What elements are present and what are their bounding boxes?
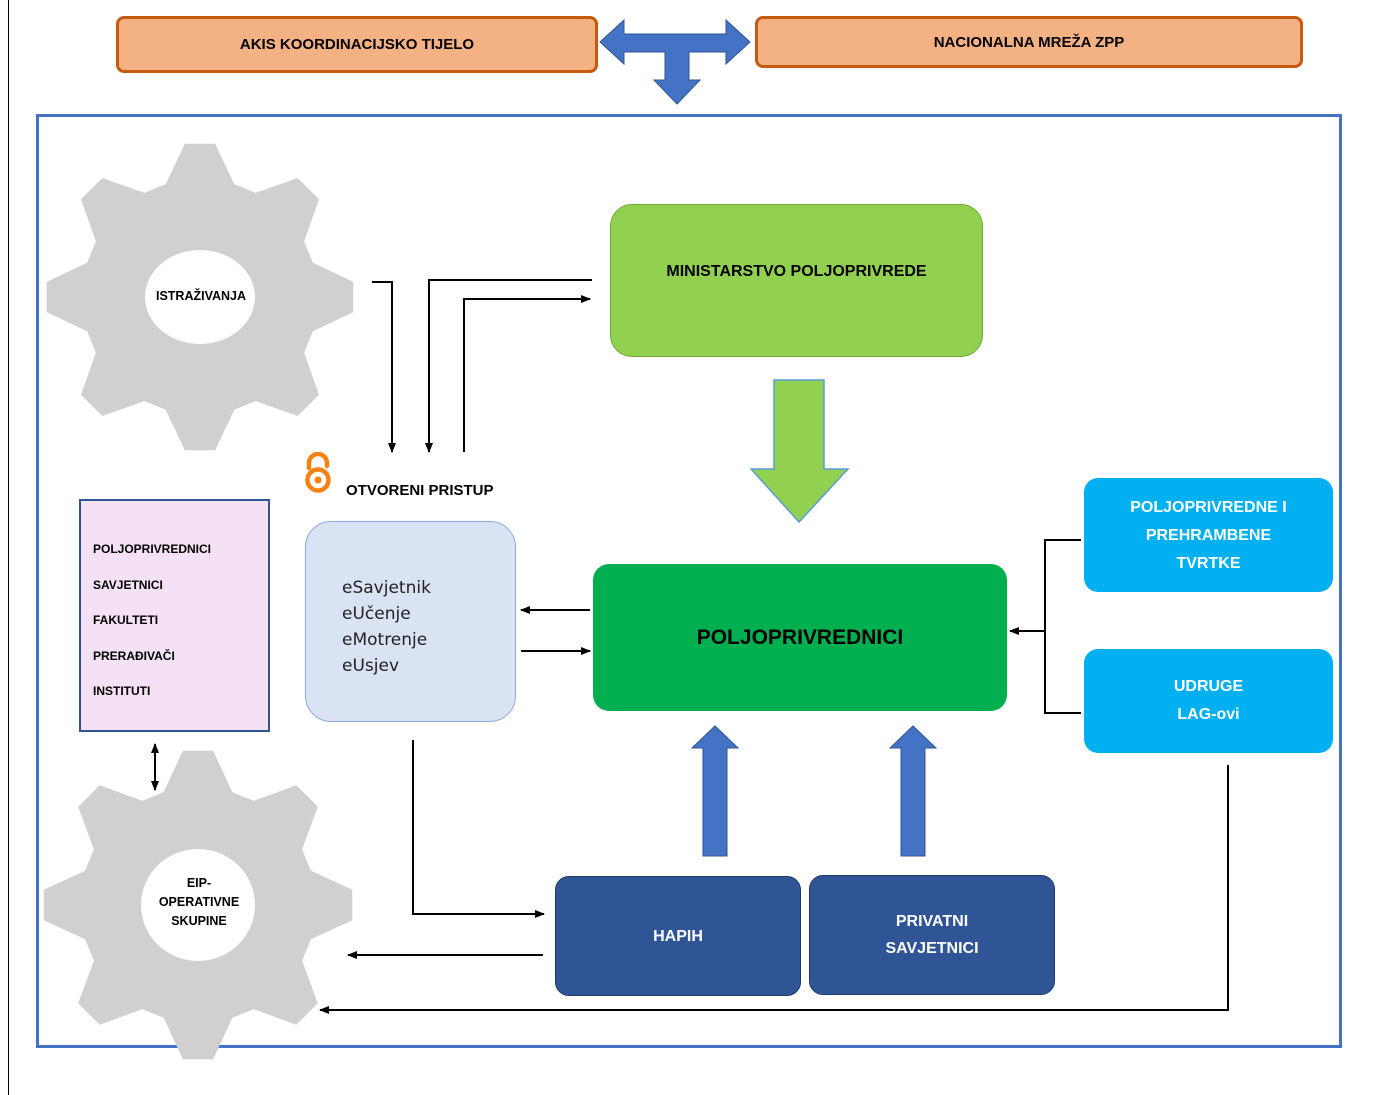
- ministry-to-open-access-arrow: [425, 279, 592, 453]
- research-to-open-access-arrow: [372, 281, 396, 453]
- gear-research-hole: [145, 250, 255, 344]
- service-emotrenje: eMotrenje: [342, 630, 428, 650]
- gear-eip-label-line: EIP-: [186, 876, 212, 890]
- associations-label-line: UDRUGE: [1173, 678, 1244, 695]
- gear-eip-hole: [141, 849, 255, 961]
- gear-eip-icon: [43, 750, 353, 1060]
- t-shaped-blue-arrow: [599, 18, 751, 105]
- national-network-label: NACIONALNA MREŽA ZPP: [933, 33, 1125, 51]
- gear-eip-label-line: OPERATIVNE: [158, 895, 240, 909]
- hapih-box: HAPIH: [555, 876, 801, 996]
- stakeholders-list: POLJOPRIVREDNICI SAVJETNICI FAKULTETI PR…: [93, 542, 211, 720]
- stakeholder-item: FAKULTETI: [93, 613, 159, 627]
- service-eucenje: eUčenje: [342, 604, 411, 624]
- open-access-to-ministry-arrow: [463, 295, 591, 452]
- gear-research-label: ISTRAŽIVANJA: [155, 289, 247, 303]
- farmers-box: POLJOPRIVREDNICI: [593, 564, 1007, 711]
- stakeholders-box: [79, 499, 270, 732]
- companies-label-line: TVRTKE: [1176, 555, 1241, 572]
- private-advisors-label-line: PRIVATNI: [895, 913, 969, 930]
- open-access-label: OTVORENI PRISTUP: [346, 482, 494, 499]
- stakeholder-item: POLJOPRIVREDNICI: [93, 542, 212, 556]
- farmers-label: POLJOPRIVREDNICI: [696, 625, 904, 649]
- gear-eip-label: EIP- OPERATIVNE SKUPINE: [143, 874, 255, 931]
- akis-coordination-body-label: AKIS KOORDINACIJSKO TIJELO: [239, 36, 475, 53]
- advisors-to-farmers-arrow: [888, 725, 938, 857]
- associations-to-eip-arrow: [319, 765, 1229, 1014]
- ministry-label: MINISTARSTVO POLJOPRIVREDE: [666, 263, 927, 280]
- private-advisors-box: PRIVATNI SAVJETNICI: [809, 875, 1055, 995]
- open-access-services-list: eSavjetnik eUčenje eMotrenje eUsjev: [342, 575, 431, 679]
- associations-label-line: LAG-ovi: [1177, 706, 1240, 723]
- private-advisors-label-line: SAVJETNICI: [885, 940, 979, 957]
- open-access-services-box: [305, 521, 516, 722]
- stakeholder-item: PRERAĐIVAČI: [93, 648, 175, 663]
- national-network-box: NACIONALNA MREŽA ZPP: [755, 16, 1303, 68]
- companies-label-line: PREHRAMBENE: [1145, 527, 1272, 544]
- companies-box: POLJOPRIVREDNE I PREHRAMBENE TVRTKE: [1084, 478, 1333, 592]
- open-access-icon: [305, 452, 331, 493]
- open-access-to-hapih-arrow: [412, 740, 545, 918]
- page-edge-line: [8, 0, 9, 1095]
- gear-eip-label-line: SKUPINE: [171, 914, 227, 928]
- stakeholder-item: SAVJETNICI: [93, 577, 163, 592]
- associations-box: UDRUGE LAG-ovi: [1084, 649, 1333, 753]
- service-eusjev: eUsjev: [342, 656, 400, 676]
- hapih-label: HAPIH: [653, 927, 703, 945]
- ministry-to-farmers-arrow: [749, 379, 850, 524]
- right-bracket: [1044, 539, 1081, 714]
- ministry-box: MINISTARSTVO POLJOPRIVREDE: [610, 204, 983, 357]
- akis-system-frame: [36, 114, 1342, 1048]
- stakeholder-item: INSTITUTI: [93, 684, 151, 698]
- akis-coordination-body-box: AKIS KOORDINACIJSKO TIJELO: [116, 16, 598, 73]
- companies-label-line: POLJOPRIVREDNE I: [1130, 499, 1287, 516]
- gear-research-icon: [46, 143, 354, 451]
- hapih-to-farmers-arrow: [690, 725, 740, 857]
- service-esavjetnik: eSavjetnik: [342, 578, 431, 598]
